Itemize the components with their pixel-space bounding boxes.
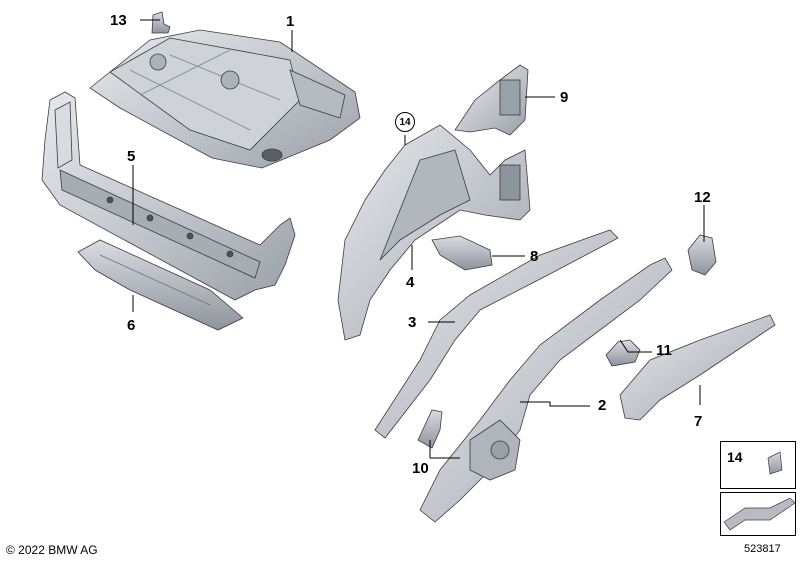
callout-1: 1	[286, 13, 295, 30]
callout-6: 6	[127, 317, 136, 334]
callout-9: 9	[560, 89, 569, 106]
part-8-panel[interactable]	[431, 235, 493, 271]
part-7-side-panel[interactable]	[619, 314, 776, 421]
callout-11: 11	[656, 342, 672, 359]
callout-10: 10	[412, 460, 429, 477]
callout-12: 12	[694, 189, 711, 206]
part-9-bracket[interactable]	[454, 64, 529, 136]
legend-orientation-box	[720, 492, 796, 536]
part-3-rail[interactable]	[374, 229, 619, 439]
callout-3: 3	[408, 314, 417, 331]
callout-13: 13	[110, 12, 127, 29]
legend-fastener-box: 14	[720, 441, 796, 489]
part-11-bracket[interactable]	[605, 339, 641, 367]
part-4-wheel-arch[interactable]	[337, 124, 531, 341]
callout-4: 4	[406, 274, 415, 291]
callout-8: 8	[530, 248, 539, 265]
copyright-text: © 2022 BMW AG	[6, 543, 98, 557]
leader-lines	[132, 19, 705, 459]
part-12-bracket[interactable]	[687, 234, 717, 276]
part-6-plate[interactable]	[77, 239, 244, 331]
callout-7: 7	[694, 413, 703, 430]
callout-5: 5	[127, 148, 136, 165]
diagram-id: 523817	[744, 543, 781, 555]
legend-graphics	[723, 451, 796, 531]
legend-part-label: 14	[727, 449, 743, 465]
part-5-crossmember[interactable]	[41, 91, 296, 301]
part-2-side-member[interactable]	[419, 257, 673, 523]
part-13-bracket[interactable]	[151, 11, 171, 34]
part-1-floor-pan[interactable]	[89, 29, 361, 169]
callout-14-circled: 14	[395, 112, 415, 132]
callout-2: 2	[598, 397, 607, 414]
